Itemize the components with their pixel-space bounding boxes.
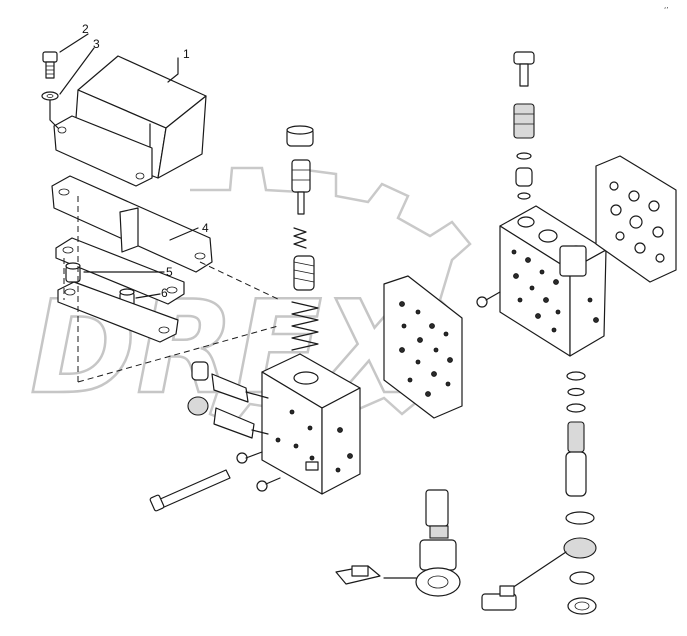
right-lower-stack [563,371,597,615]
small-nut [476,291,501,308]
solenoid-assembly [335,489,461,597]
valve-fittings [187,361,269,439]
gasket-plate-right [595,155,677,283]
right-spool-stack [513,51,535,200]
part-2-screw [42,51,58,79]
plate-lower-2 [57,281,179,343]
callout-2: 2 [82,22,89,36]
valve-cap [286,125,314,147]
spring-medium [293,255,315,291]
spring-small [293,227,307,249]
corner-mark: ‘’ [664,6,668,14]
right-valve-body [499,205,607,357]
callout-6: 6 [161,286,168,300]
callout-1: 1 [183,47,190,61]
assembly-dashed-lines [63,196,281,383]
right-connector-cable [481,551,567,611]
valve-spool [291,159,311,215]
plate-lower-1 [55,237,185,305]
callout-4: 4 [202,221,209,235]
callout-5: 5 [166,265,173,279]
callout-3: 3 [93,37,100,51]
long-bolt [149,469,231,512]
callout-leaders [59,33,199,299]
spring-large [291,301,319,351]
valve-body [261,353,361,495]
gasket-plate-middle [383,275,463,419]
screw-leader [49,99,59,129]
small-screws [236,451,281,492]
part-3-washer [41,91,59,101]
cover-bracket [53,115,153,187]
part-4-plate [51,175,213,273]
